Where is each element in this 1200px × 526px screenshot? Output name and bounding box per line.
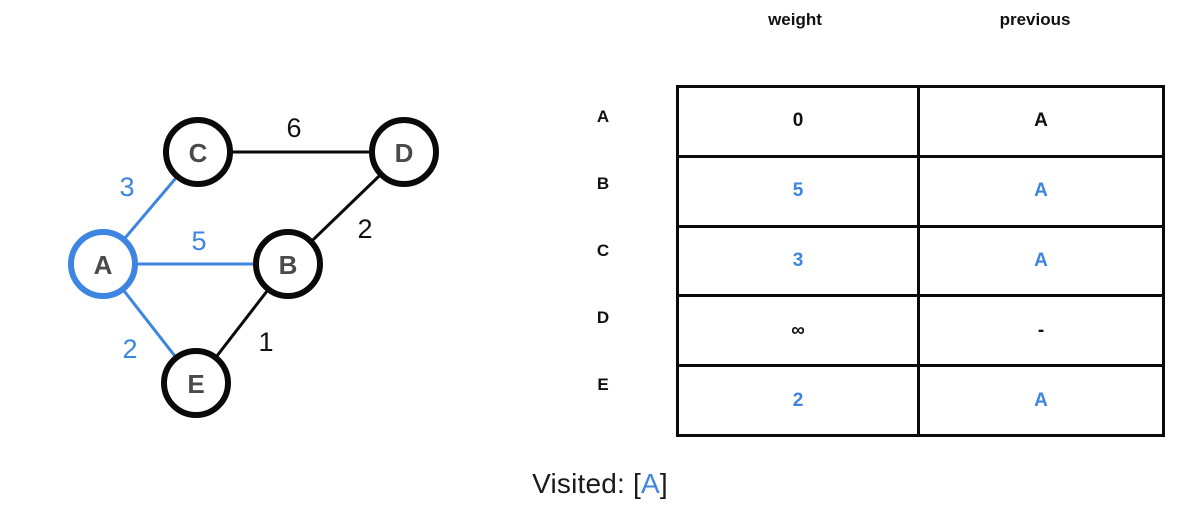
node-B-label: B: [279, 250, 298, 280]
edge-weight-A-E: 2: [122, 334, 137, 364]
cell-previous-D: -: [917, 294, 1165, 368]
node-B[interactable]: B: [253, 229, 323, 299]
cell-weight-D: ∞: [676, 294, 920, 368]
visited-nodes: A: [641, 468, 660, 499]
graph-panel: C D B E A 3 5 2 6 2 1: [0, 0, 560, 460]
node-A-label: A: [94, 250, 113, 280]
distance-table-panel: weight previous A B C D E 0 A 5 A 3 A ∞ …: [560, 0, 1200, 460]
column-header-previous: previous: [999, 10, 1071, 29]
edge-weight-B-D: 2: [357, 214, 372, 244]
edge-weight-E-B: 1: [258, 327, 273, 357]
node-A-circle[interactable]: [68, 229, 138, 299]
node-E[interactable]: E: [161, 348, 231, 418]
node-C[interactable]: C: [163, 117, 233, 187]
node-C-label: C: [189, 138, 208, 168]
graph-canvas: C D B E A 3 5 2 6 2 1: [68, 113, 439, 418]
column-header-weight: weight: [768, 10, 822, 29]
node-D-label: D: [395, 138, 414, 168]
row-label-D: D: [596, 308, 610, 327]
cell-weight-A: 0: [676, 85, 920, 158]
node-C-circle[interactable]: [163, 117, 233, 187]
table-row: 3 A: [676, 224, 1165, 298]
edge-weight-A-C: 3: [119, 172, 134, 202]
cell-weight-E: 2: [676, 364, 920, 437]
distance-table: 0 A 5 A 3 A ∞ - 2 A: [676, 85, 1165, 437]
node-E-circle[interactable]: [161, 348, 231, 418]
table-row: ∞ -: [676, 294, 1165, 368]
table-row: 0 A: [676, 85, 1165, 158]
table-row: 5 A: [676, 154, 1165, 228]
cell-previous-E: A: [917, 364, 1165, 437]
cell-previous-C: A: [917, 224, 1165, 298]
row-label-E: E: [597, 375, 609, 394]
visited-label: Visited: [: [532, 468, 641, 499]
visited-close-bracket: ]: [659, 468, 668, 499]
node-B-circle[interactable]: [253, 229, 323, 299]
cell-weight-B: 5: [676, 154, 920, 228]
cell-previous-B: A: [917, 154, 1165, 228]
row-label-B: B: [596, 174, 610, 193]
node-D-circle[interactable]: [369, 117, 439, 187]
node-D[interactable]: D: [369, 117, 439, 187]
node-E-label: E: [187, 369, 204, 399]
node-A[interactable]: A: [68, 229, 138, 299]
cell-previous-A: A: [917, 85, 1165, 158]
table-row: 2 A: [676, 364, 1165, 437]
visited-line: Visited: [A]: [0, 468, 1200, 500]
edge-weight-C-D: 6: [286, 113, 301, 143]
edge-weight-A-B: 5: [191, 226, 206, 256]
cell-weight-C: 3: [676, 224, 920, 298]
row-label-A: A: [596, 107, 610, 126]
row-label-C: C: [596, 241, 610, 260]
